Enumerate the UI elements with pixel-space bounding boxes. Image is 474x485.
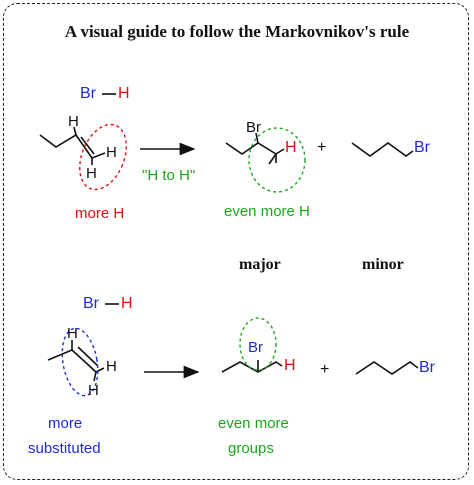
major-product-2-highlight	[239, 317, 277, 371]
minor-product-1-br: Br	[414, 139, 430, 156]
reactant-2-label-line1: more	[48, 415, 83, 432]
major-label: major	[239, 256, 281, 273]
reactant-2-highlight	[61, 327, 99, 397]
reactant-1-skeleton	[39, 126, 106, 165]
reagent-1-br: Br	[80, 85, 96, 102]
dashed-frame	[3, 3, 469, 480]
reactant-2-label-line2: substituted	[28, 440, 101, 457]
major-product-2-label-line2: groups	[228, 440, 274, 457]
reactant-2-skeleton	[47, 340, 105, 382]
major-product-2-h: H	[284, 357, 296, 374]
major-product-1-highlight	[248, 127, 306, 193]
minor-product-1-skeleton	[351, 142, 414, 157]
major-product-2-br: Br	[248, 339, 263, 356]
reagent-1-h: H	[118, 85, 130, 102]
major-product-2-label-line1: even more	[218, 415, 289, 432]
reactant-2-h-top: H	[67, 325, 78, 342]
major-product-2-skeleton	[221, 360, 283, 373]
major-product-1-h: H	[285, 139, 297, 156]
reaction-1-arrow-label: "H to H"	[142, 167, 196, 184]
major-product-1-label: even more H	[224, 203, 310, 220]
minor-label: minor	[362, 256, 404, 273]
reactant-1-highlight	[79, 123, 127, 191]
reagent-2-br: Br	[83, 295, 99, 312]
reactant-1-h-right: H	[106, 144, 117, 161]
plus-1: +	[317, 139, 327, 156]
reagent-2-h: H	[121, 295, 133, 312]
reactant-2-h-right: H	[106, 358, 117, 375]
page-title: A visual guide to follow the Markovnikov…	[64, 22, 410, 41]
minor-product-2-br: Br	[419, 359, 435, 376]
plus-2: +	[320, 361, 330, 378]
major-product-1-skeleton	[225, 132, 285, 165]
minor-product-2-skeleton	[355, 361, 419, 375]
reactant-1-label: more H	[75, 205, 125, 222]
reactant-1-h-bottom: H	[86, 165, 97, 182]
major-product-1-br: Br	[246, 119, 261, 136]
reactant-1-h-top: H	[68, 113, 79, 130]
reactant-2-h-bottom: H	[88, 382, 99, 399]
